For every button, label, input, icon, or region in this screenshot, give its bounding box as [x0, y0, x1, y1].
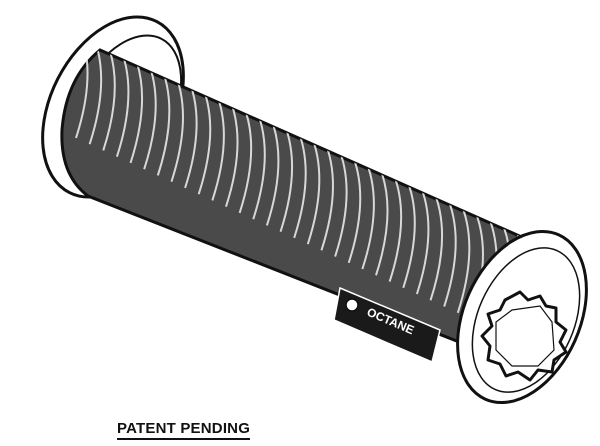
grip-rib	[88, 50, 103, 145]
spline-bore-icon	[480, 290, 568, 382]
grip-rib	[75, 50, 89, 139]
patent-pending-caption: PATENT PENDING	[117, 421, 251, 440]
grip-rib	[102, 50, 116, 151]
